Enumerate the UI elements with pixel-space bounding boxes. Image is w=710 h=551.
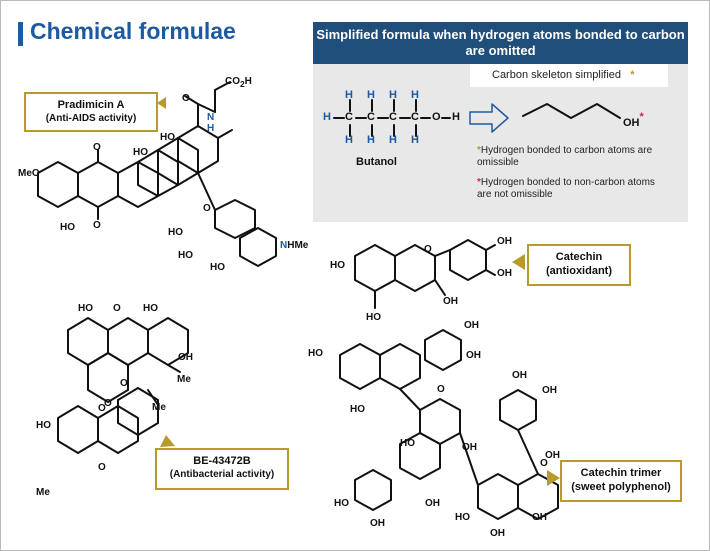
be-o-3: O [104, 398, 112, 409]
carbon-skeleton-label: Carbon skeleton simplified [492, 69, 622, 81]
conversion-arrow [469, 103, 509, 133]
butanol-c3: C [389, 111, 397, 123]
trimer-oh-10: OH [532, 512, 547, 523]
carbon-skeleton-box: Carbon skeleton simplified * [470, 64, 668, 87]
catechin-name: Catechin [555, 251, 603, 263]
be-me-3: Me [36, 487, 50, 498]
pradimicin-o-amide: O [182, 93, 190, 104]
butanol-c2: C [367, 111, 375, 123]
butanol-c4: C [411, 111, 419, 123]
be-ho-3: HO [36, 420, 51, 431]
catechin-ho-2: HO [366, 312, 381, 323]
trimer-oh-6: OH [512, 370, 527, 381]
trimer-oh-4: OH [425, 498, 440, 509]
butanol-full-formula [333, 99, 451, 137]
butanol-h-bot3: H [389, 134, 397, 146]
note-noncarbon: *Hydrogen bonded to non-carbon atoms are… [477, 177, 655, 200]
be-me-1: Me [177, 374, 191, 385]
catechin-structure [354, 239, 496, 309]
be-ho-2: HO [143, 303, 158, 314]
butanol-h-top4: H [411, 89, 419, 101]
pradimicin-o-top: O [93, 142, 101, 153]
trimer-structure [339, 329, 559, 520]
catechin-oh-2: OH [497, 236, 512, 247]
trimer-o-2: O [540, 458, 548, 469]
butanol-skeleton [522, 103, 621, 119]
pradimicin-ho-1: HO [60, 222, 75, 233]
panel-heading: Simplified formula when hydrogen atoms b… [313, 22, 688, 64]
butanol-h-top3: H [389, 89, 397, 101]
pradimicin-activity: (Anti-AIDS activity) [45, 113, 137, 124]
butanol-h-left: H [323, 111, 331, 123]
trimer-activity: (sweet polyphenol) [571, 481, 671, 493]
trimer-ho-2: HO [350, 404, 365, 415]
trimer-oh-5: OH [370, 518, 385, 529]
be-o-5: O [98, 462, 106, 473]
pradimicin-ho-3: HO [160, 132, 175, 143]
pradimicin-callout-pointer [157, 97, 166, 109]
butanol-h-right: H [452, 111, 460, 123]
page-title: Chemical formulae [30, 18, 236, 44]
pradimicin-name: Pradimicin A [57, 99, 125, 111]
trimer-oh-8: OH [545, 450, 560, 461]
note-carbon: *Hydrogen bonded to carbon atoms are omi… [477, 145, 653, 168]
catechin-ho-1: HO [330, 260, 345, 271]
title-accent-bar [18, 22, 23, 46]
butanol-h-top2: H [367, 89, 375, 101]
be43472b-callout-pointer [160, 435, 175, 447]
be-o-2: O [120, 378, 128, 389]
pradimicin-co2h: CO2H [225, 76, 252, 89]
be43472b-structure [57, 317, 189, 454]
catechin-o: O [424, 244, 432, 255]
trimer-ho-5: HO [455, 512, 470, 523]
trimer-ho-3: HO [400, 438, 415, 449]
carbon-star: * [624, 69, 635, 81]
trimer-ho-1: HO [308, 348, 323, 359]
butanol-o: O [432, 111, 441, 123]
trimer-oh-7: OH [542, 385, 557, 396]
trimer-oh-9: OH [490, 528, 505, 539]
pradimicin-nhme: NHMe [280, 240, 309, 251]
pradimicin-meo: MeO [18, 168, 40, 179]
butanol-h-bot1: H [345, 134, 353, 146]
trimer-callout: Catechin trimer (sweet polyphenol) [560, 460, 682, 502]
pradimicin-ho-2: HO [133, 147, 148, 158]
pradimicin-callout: Pradimicin A (Anti-AIDS activity) [24, 92, 158, 132]
pradimicin-ho-4: HO [168, 227, 183, 238]
be-me-2: Me [152, 402, 166, 413]
be-o-4: O [98, 403, 106, 414]
catechin-activity: (antioxidant) [546, 265, 612, 277]
be-ho-1: HO [78, 303, 93, 314]
catechin-callout: Catechin (antioxidant) [527, 244, 631, 286]
catechin-callout-pointer [512, 254, 525, 270]
pradimicin-o-bot: O [93, 220, 101, 231]
catechin-oh-1: OH [443, 296, 458, 307]
trimer-callout-pointer [547, 470, 560, 486]
butanol-label: Butanol [356, 156, 397, 168]
skeleton-oh: OH* [623, 111, 644, 129]
pradimicin-ho-5: HO [178, 250, 193, 261]
butanol-h-bot2: H [367, 134, 375, 146]
trimer-o-1: O [437, 384, 445, 395]
trimer-name: Catechin trimer [580, 467, 662, 479]
butanol-h-bot4: H [411, 134, 419, 146]
catechin-oh-3: OH [497, 268, 512, 279]
pradimicin-ho-6: HO [210, 262, 225, 273]
trimer-ho-4: HO [334, 498, 349, 509]
pradimicin-structure [37, 81, 277, 267]
be-o-1: O [113, 303, 121, 314]
butanol-h-top1: H [345, 89, 353, 101]
be43472b-callout: BE-43472B (Antibacterial activity) [155, 448, 289, 490]
trimer-oh-1: OH [464, 320, 479, 331]
pradimicin-o-link: O [203, 203, 211, 214]
be43472b-activity: (Antibacterial activity) [169, 469, 275, 480]
be43472b-name: BE-43472B [193, 455, 251, 467]
butanol-c1: C [345, 111, 353, 123]
be-oh: OH [178, 352, 193, 363]
trimer-oh-2: OH [466, 350, 481, 361]
trimer-oh-3: OH [462, 442, 477, 453]
